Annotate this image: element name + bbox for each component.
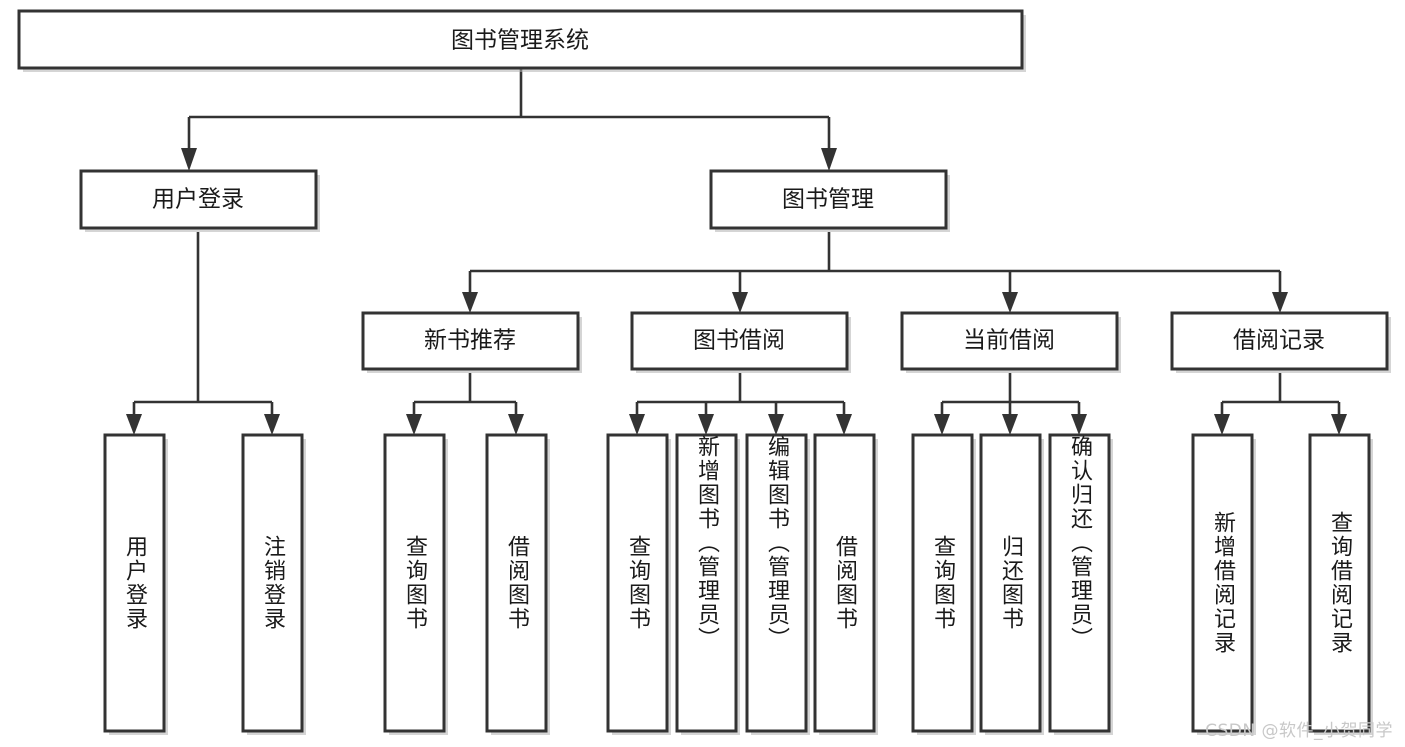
leaf-box-bookborrow-4[interactable] [813,433,876,733]
user-login-box[interactable] [79,169,318,230]
arrow-leaf-currentborrow-1 [934,414,950,435]
leaf-box-newbook-2[interactable] [485,433,548,733]
leaf-box-newbook-1[interactable] [383,433,446,733]
book-borrow-label: 图书借阅 [693,328,785,354]
node-new-book-recommend[interactable]: 新书推荐 [361,311,582,373]
current-borrow-label: 当前借阅 [963,328,1055,354]
leaf-box-currentborrow-1[interactable] [911,433,974,733]
arrow-leaf-newbook-2 [508,414,524,435]
leaf-boxes-book-borrow [606,433,878,735]
edges-bookmgmt-to-level3 [462,232,1288,313]
edges-borrowrecord-to-leaves [1214,373,1347,435]
node-borrow-record[interactable]: 借阅记录 [1170,311,1391,373]
leaf-box-user-login-2[interactable] [241,433,304,733]
arrow-leaf-bookborrow-1 [629,414,645,435]
leaf-box-bookborrow-1[interactable] [606,433,669,733]
arrow-leaf-borrowrecord-1 [1214,414,1230,435]
arrow-userlogin [181,148,197,171]
new-book-recommend-box[interactable] [361,311,580,371]
current-borrow-box[interactable] [900,311,1119,371]
book-borrow-box[interactable] [630,311,849,371]
node-current-borrow[interactable]: 当前借阅 [900,311,1121,373]
leaf-box-bookborrow-2[interactable] [675,433,738,733]
node-user-login[interactable]: 用户登录 [79,169,320,232]
leaf-boxes-current-borrow [911,433,1113,735]
root-label: 图书管理系统 [451,28,589,54]
leaf-boxes-borrow-record [1191,433,1373,735]
arrow-bookborrow [732,292,748,313]
edges-root-to-level2 [181,68,837,171]
leaf-box-bookborrow-3[interactable] [745,433,808,733]
csdn-watermark: CSDN @软件_小贺同学 [1205,721,1393,741]
arrow-leaf-userlogin-1 [126,414,142,435]
arrow-leaf-currentborrow-3 [1071,414,1087,435]
arrow-leaf-bookborrow-3 [768,414,784,435]
leaf-boxes-user-login [103,433,306,735]
new-book-recommend-label: 新书推荐 [424,328,516,354]
user-login-label: 用户登录 [152,187,244,213]
arrow-bookmgmt [821,148,837,171]
arrow-currentborrow [1002,292,1018,313]
book-management-label: 图书管理 [782,187,874,213]
arrow-leaf-bookborrow-4 [836,414,852,435]
root-box[interactable] [17,9,1024,70]
leaf-box-borrowrecord-1[interactable] [1191,433,1254,733]
arrow-leaf-newbook-1 [406,414,422,435]
node-root[interactable]: 图书管理系统 [17,9,1026,72]
borrow-record-label: 借阅记录 [1233,328,1325,354]
leaf-boxes-new-book-recommend [383,433,550,735]
node-book-borrow[interactable]: 图书借阅 [630,311,851,373]
arrow-leaf-borrowrecord-2 [1331,414,1347,435]
edges-userlogin-to-leaves [126,232,280,435]
edges-bookborrow-to-leaves [629,373,852,435]
arrow-newbook [462,292,478,313]
book-management-box[interactable] [709,169,948,230]
node-book-management[interactable]: 图书管理 [709,169,950,232]
arrow-borrowrecord [1272,292,1288,313]
arrow-leaf-userlogin-2 [264,414,280,435]
borrow-record-box[interactable] [1170,311,1389,371]
leaf-box-user-login-1[interactable] [103,433,166,733]
leaf-box-borrowrecord-2[interactable] [1308,433,1371,733]
edges-newbook-to-leaves [406,373,524,435]
edges-currentborrow-to-leaves [934,373,1087,435]
leaf-box-currentborrow-3[interactable] [1048,433,1111,733]
arrow-leaf-currentborrow-2 [1002,414,1018,435]
arrow-leaf-bookborrow-2 [698,414,714,435]
leaf-box-currentborrow-2[interactable] [979,433,1042,733]
